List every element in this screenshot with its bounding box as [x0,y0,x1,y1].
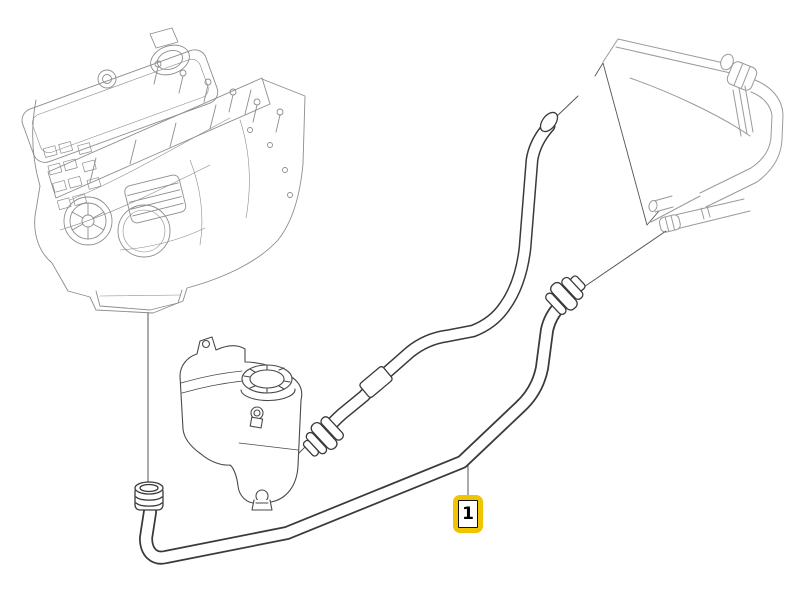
part-number-label: 1 [462,503,474,524]
hose-sleeve [359,366,393,398]
water-hose-lower[interactable] [134,269,592,565]
hose-elbow-quick-connector [545,275,586,316]
hose-fitting-tank-end [302,416,344,457]
part-callout-box: 1 [458,500,478,528]
radiator-drawing [594,38,784,233]
leader-hose-to-radiator-top [555,95,579,118]
water-hose-upper[interactable] [297,109,560,462]
expansion-tank-drawing [179,336,303,511]
hose-open-end [539,111,559,133]
engine-bolts [153,60,284,133]
hose-fitting-engine-end [134,481,164,511]
part-callout-1[interactable]: 1 [453,495,483,533]
engine-drawing [21,27,306,314]
leader-pipe-to-elbow [577,230,667,292]
